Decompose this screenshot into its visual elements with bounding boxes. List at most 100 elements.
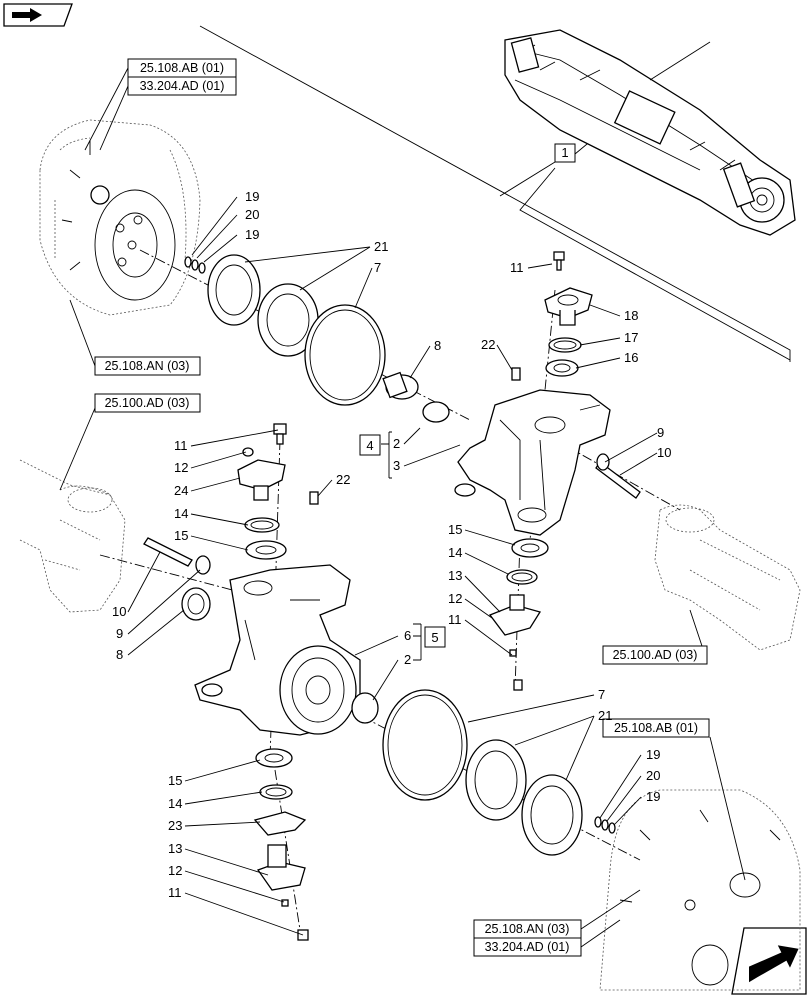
callout-19: 19 <box>646 747 660 762</box>
callout-3: 3 <box>393 458 400 473</box>
svg-text:5: 5 <box>431 630 438 645</box>
callout-20: 20 <box>245 207 259 222</box>
seal-14-left-bottom <box>259 784 293 800</box>
shim-19-20-19-top <box>184 256 206 274</box>
bushing-2-left <box>351 692 379 724</box>
o-ring-7-top <box>304 304 386 406</box>
seal-21-top-a <box>207 254 261 326</box>
ref-box-25-108-ab-bottom[interactable]: 25.108.AB (01) <box>602 718 710 738</box>
ref-box-25-108-ab-top[interactable]: 25.108.AB (01) <box>127 58 237 78</box>
callout-numbers: 19 20 19 21 7 8 11 18 17 16 22 2 3 9 10 … <box>112 189 671 900</box>
bearing-15-left-bottom <box>255 748 293 768</box>
bushing-2-top <box>422 401 450 423</box>
bearing-16 <box>545 359 579 377</box>
bushing-8-top <box>382 371 419 400</box>
shim-19-20-19-bottom <box>594 816 616 834</box>
seal-14-left-top <box>244 517 280 533</box>
seal-21-bottom-b <box>521 774 583 856</box>
callout-22: 22 <box>336 472 350 487</box>
axle-housing-left-illustration <box>19 459 126 613</box>
callout-8: 8 <box>434 338 441 353</box>
ref-box-33-204-ad-top[interactable]: 33.204.AD (01) <box>127 76 237 96</box>
washer-9-left <box>195 555 211 575</box>
bolt-10-left <box>143 537 193 567</box>
forward-arrow-icon[interactable] <box>731 927 807 995</box>
callout-19: 19 <box>245 227 259 242</box>
callout-9: 9 <box>657 425 664 440</box>
ref-box-25-100-ad-left[interactable]: 25.100.AD (03) <box>94 393 201 413</box>
callout-7: 7 <box>598 687 605 702</box>
o-ring-7-bottom <box>382 689 468 801</box>
callout-23: 23 <box>168 818 182 833</box>
callout-10: 10 <box>112 604 126 619</box>
callout-18: 18 <box>624 308 638 323</box>
callout-15: 15 <box>174 528 188 543</box>
svg-text:1: 1 <box>561 145 568 160</box>
back-arrow-icon[interactable] <box>3 3 73 27</box>
cap-24 <box>237 459 286 501</box>
callout-24: 24 <box>174 483 188 498</box>
hub-bottom-right-illustration <box>599 789 801 991</box>
ref-box-25-100-ad-right[interactable]: 25.100.AD (03) <box>602 645 708 665</box>
svg-text:4: 4 <box>366 438 373 453</box>
steering-knuckle-right-illustration <box>454 389 611 536</box>
callout-14: 14 <box>174 506 188 521</box>
seal-21-top-b <box>257 283 319 357</box>
cap-13-right <box>488 594 542 636</box>
svg-text:33.204.AD (01): 33.204.AD (01) <box>140 79 225 93</box>
callout-14: 14 <box>168 796 182 811</box>
callout-21: 21 <box>374 239 388 254</box>
bolt-11-left-top <box>273 423 287 445</box>
callout-leaders <box>59 67 746 948</box>
callout-20: 20 <box>646 768 660 783</box>
callout-7: 7 <box>374 260 381 275</box>
ref-box-33-204-ad-bottom[interactable]: 33.204.AD (01) <box>473 937 582 957</box>
callout-6: 6 <box>404 628 411 643</box>
bolt-10-right <box>595 453 641 499</box>
svg-text:25.108.AB (01): 25.108.AB (01) <box>140 61 224 75</box>
callout-17: 17 <box>624 330 638 345</box>
seal-21-bottom-a <box>465 739 527 821</box>
callout-11: 11 <box>448 612 462 627</box>
callout-11: 11 <box>510 260 524 275</box>
callout-8: 8 <box>116 647 123 662</box>
seal-14-right <box>506 569 538 585</box>
callout-2: 2 <box>404 652 411 667</box>
axle-housing-right-illustration <box>654 504 801 651</box>
group-box-1[interactable]: 1 <box>554 143 576 163</box>
cap-18 <box>544 287 593 326</box>
callout-22: 22 <box>481 337 495 352</box>
group-box-4[interactable]: 4 <box>359 434 381 456</box>
bearing-15-left-top <box>245 540 287 560</box>
callout-16: 16 <box>624 350 638 365</box>
callout-11: 11 <box>174 438 188 453</box>
group-box-5[interactable]: 5 <box>424 626 446 648</box>
ref-box-25-108-an-left[interactable]: 25.108.AN (03) <box>94 356 201 376</box>
callout-9: 9 <box>116 626 123 641</box>
callout-12: 12 <box>448 591 462 606</box>
hub-top-left-illustration <box>39 119 201 316</box>
callout-13: 13 <box>448 568 462 583</box>
callout-15: 15 <box>448 522 462 537</box>
callout-11: 11 <box>168 885 182 900</box>
steering-knuckle-left-illustration <box>194 564 361 736</box>
seal-17 <box>548 337 582 353</box>
grease-fitting-22-right <box>511 367 521 381</box>
svg-text:25.108.AB (01): 25.108.AB (01) <box>614 721 698 735</box>
callout-12: 12 <box>174 460 188 475</box>
bushing-8-left <box>181 587 211 621</box>
ref-box-25-108-an-bottom[interactable]: 25.108.AN (03) <box>473 919 582 939</box>
callout-15: 15 <box>168 773 182 788</box>
cap-13-left <box>256 844 306 891</box>
bolt-11-left-bottom <box>281 899 309 941</box>
callout-10: 10 <box>657 445 671 460</box>
shim-23 <box>253 811 307 836</box>
svg-text:25.100.AD (03): 25.100.AD (03) <box>105 396 190 410</box>
callout-12: 12 <box>168 863 182 878</box>
svg-text:25.108.AN (03): 25.108.AN (03) <box>105 359 190 373</box>
svg-text:25.100.AD (03): 25.100.AD (03) <box>613 648 698 662</box>
callout-13: 13 <box>168 841 182 856</box>
callout-2: 2 <box>393 436 400 451</box>
axle-assembly-illustration <box>504 29 796 236</box>
